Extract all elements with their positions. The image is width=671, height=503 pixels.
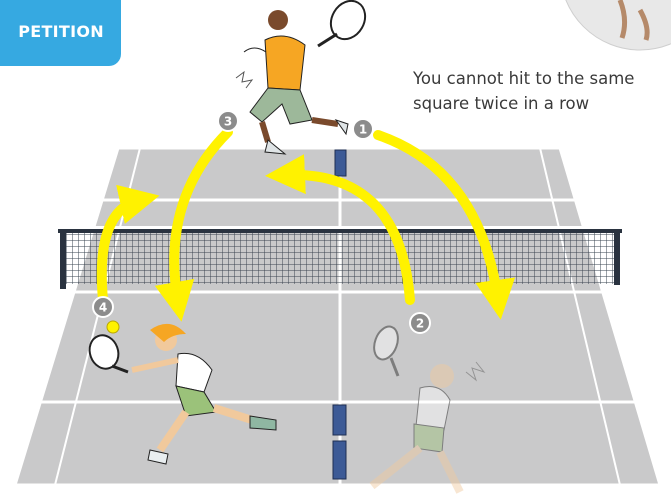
step-badge-2-label: 2 bbox=[416, 317, 424, 331]
tennis-ball bbox=[107, 321, 119, 333]
tennis-net bbox=[58, 226, 622, 289]
step-badge-4: 4 bbox=[93, 297, 113, 317]
rule-note-line-2: square twice in a row bbox=[413, 91, 663, 116]
tennis-court bbox=[15, 148, 660, 485]
step-badge-3-label: 3 bbox=[224, 115, 232, 129]
corner-circle-illustration bbox=[560, 0, 671, 50]
rule-note-line-1: You cannot hit to the same bbox=[413, 66, 663, 91]
rule-note: You cannot hit to the same square twice … bbox=[413, 66, 663, 116]
step-badge-3: 3 bbox=[218, 111, 238, 131]
step-badge-4-label: 4 bbox=[99, 301, 107, 315]
center-marker-near-1 bbox=[333, 405, 346, 435]
center-marker-far bbox=[335, 150, 346, 176]
player-top-serving bbox=[236, 0, 372, 154]
step-badge-2: 2 bbox=[410, 313, 430, 333]
step-badge-1: 1 bbox=[353, 119, 373, 139]
center-marker-near-2 bbox=[333, 441, 346, 479]
step-badge-1-label: 1 bbox=[359, 123, 367, 137]
